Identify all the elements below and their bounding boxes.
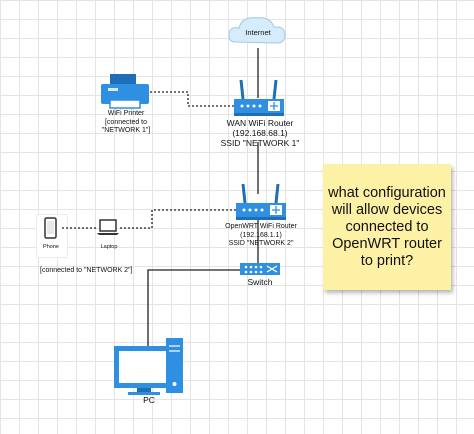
printer-label-line-1: WiFi Printer [107,110,145,117]
pc-label: PC [143,395,155,405]
phone-icon [44,217,57,239]
wan-router-label-line-2: (192.168.68.1) [232,128,288,138]
switch-label: Switch [247,277,273,287]
printer-label-line-3: "NETWORK 1"] [101,127,151,134]
link-switch-pc [147,269,240,350]
wan-router-icon [234,79,284,116]
sticky-note: what configuration will allow devices co… [323,164,451,290]
openwrt-router-label-line-3: SSID "NETWORK 2" [228,240,294,247]
internet-label: Internet [245,28,271,37]
laptop-icon [97,219,119,235]
network2-group-label: [connected to "NETWORK 2"] [40,267,133,274]
printer-label-line-2: [connected to [104,118,148,126]
openwrt-router-label-line-2: (192.168.1.1) [240,231,282,239]
printer-icon [101,74,149,109]
wan-router-label: WAN WiFi Router (192.168.68.1) SSID "NET… [218,118,302,148]
switch-icon [240,263,280,275]
connections [62,48,259,350]
sticky-note-text: what configuration will allow devices co… [328,184,446,269]
openwrt-router-icon [236,183,286,220]
link-printer-wan-wireless [150,91,234,107]
openwrt-router-label-line-1: OpenWRT WiFi Router [225,223,297,230]
printer-label: WiFi Printer [connected to "NETWORK 1"] [96,110,156,136]
internet-cloud-icon [228,17,286,44]
phone-label: Phone [43,244,59,250]
openwrt-router-label: OpenWRT WiFi Router (192.168.1.1) SSID "… [219,223,303,249]
wan-router-label-line-3: SSID "NETWORK 1" [220,138,300,148]
laptop-label: Laptop [100,244,118,250]
wan-router-label-line-1: WAN WiFi Router [226,118,294,128]
pc-icon [114,338,183,395]
link-laptop-openwrt-wireless [120,209,236,229]
